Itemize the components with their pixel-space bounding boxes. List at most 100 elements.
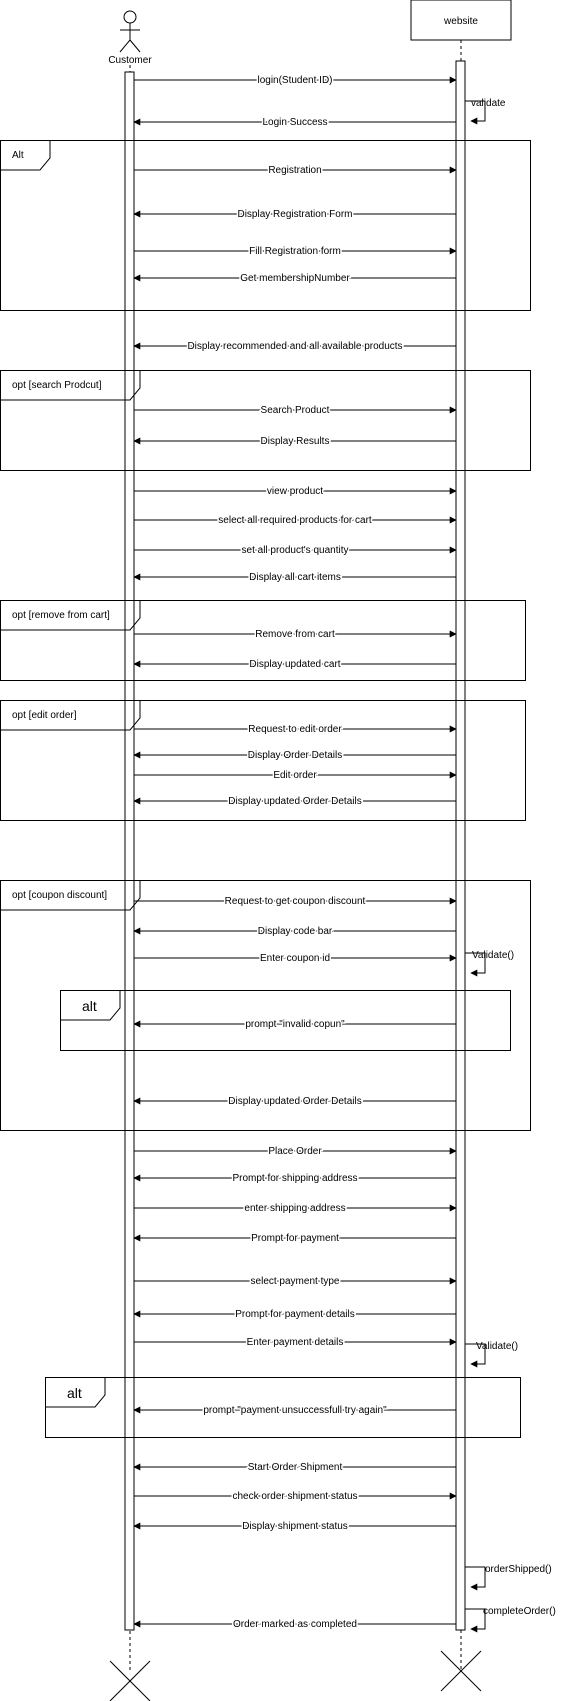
messages-layer: login(Student ID) Login SuccessRegistrati… [133,74,457,1632]
customer-activation-bar [124,71,135,1631]
message-7: Display recommended and all available pr… [133,340,456,354]
message-8: Search Product [134,404,457,418]
message-12: set all product's quantity [134,544,457,558]
message-label: Prompt for shipping address [232,1173,357,1184]
message-label: select all required products for cart [218,515,372,526]
message-11: select all required products for cart [134,514,457,528]
fragment-tab [0,700,141,731]
message-2: Login Success [133,116,456,130]
self-call-2: Validate() [465,950,514,977]
self-call-4: orderShipped() [465,1564,552,1591]
message-9: Display Results [133,435,456,449]
customer-destroy-marker [109,1660,151,1701]
fragment-label: opt [edit order] [12,710,77,721]
message-label: prompt "invalid copun" [245,1019,345,1030]
frag-opt-search: opt [search Prodcut] [0,370,531,471]
message-label: set all product's quantity [242,545,349,556]
message-20: Request to get coupon discount [134,895,457,909]
message-label: Registration [268,165,321,176]
self-call-arrow [465,952,486,977]
message-label: Order marked as completed [233,1619,357,1630]
website-participant-box [410,0,512,41]
message-26: Prompt for shipping address [133,1172,456,1186]
self-call-label: orderShipped() [485,1564,552,1575]
message-label: Search Product [261,405,330,416]
message-14: Remove from cart [134,628,457,642]
message-18: Edit order [134,769,457,783]
website-destroy-marker [440,1650,482,1692]
message-21: Display code bar [133,925,456,939]
fragment-label: opt [search Prodcut] [12,380,102,391]
frag-opt-coupon: opt [coupon discount] [0,880,531,1131]
frag-alt-coupon: alt [60,990,511,1051]
message-label: Display updated Order Details [228,796,361,807]
message-6: Get membershipNumber [133,272,456,286]
frag-alt-payment: alt [45,1377,521,1438]
message-label: enter shipping address [244,1203,345,1214]
message-5: Fill Registration form [134,245,457,259]
message-24: Display updated Order Details [133,1095,456,1109]
frag-opt-remove: opt [remove from cart] [0,600,526,681]
self-call-arrow [465,1343,486,1368]
fragments-layer: Alt opt [search Prodcut] opt [remove from … [0,140,531,1438]
message-23: prompt "invalid copun" [133,1018,456,1032]
fragment-label: alt [67,1385,82,1401]
fragment-tab [60,990,121,1021]
message-label: Prompt for payment [251,1233,339,1244]
message-label: Display Registration Form [237,209,352,220]
customer-participant-label: Customer [108,55,152,66]
message-13: Display all cart items [133,571,456,585]
message-19: Display updated Order Details [133,795,456,809]
message-10: view product [134,485,457,499]
customer-actor-icon [119,10,141,53]
message-label: Display updated Order Details [228,1096,361,1107]
message-label: Display Results [261,436,330,447]
message-label: Enter payment details [247,1337,344,1348]
message-label: Display recommended and all available pr… [187,341,402,352]
message-33: Start Order Shipment [133,1461,456,1475]
self-call-label: validate [471,98,506,109]
message-label: Start Order Shipment [248,1462,343,1473]
message-label: select payment type [251,1276,340,1287]
self-call-label: completeOrder() [483,1606,556,1617]
message-label: Enter coupon id [260,953,330,964]
fragment-label: opt [coupon discount] [12,890,107,901]
fragment-frame [0,370,531,471]
message-label: Display all cart items [249,572,341,583]
website-participant-label: website [443,16,478,27]
message-label: login(Student ID) [257,75,332,86]
message-label: view product [267,486,323,497]
fragment-tab [0,370,141,401]
fragment-label: Alt [12,150,24,161]
message-label: Request to edit order [248,724,342,735]
message-36: Order marked as completed [133,1618,456,1632]
message-17: Display Order Details [133,749,456,763]
message-label: Display shipment status [242,1521,348,1532]
message-27: enter shipping address [134,1202,457,1216]
message-16: Request to edit order [134,723,457,737]
message-25: Place Order [134,1145,457,1159]
fragment-label: opt [remove from cart] [12,610,110,621]
message-label: check order shipment status [232,1491,357,1502]
message-28: Prompt for payment [133,1232,456,1246]
message-label: Get membershipNumber [240,273,350,284]
message-3: Registration [134,164,457,178]
message-35: Display shipment status [133,1520,456,1534]
message-22: Enter coupon id [134,952,457,966]
message-label: Edit order [273,770,317,781]
message-4: Display Registration Form [133,208,456,222]
message-label: Place Order [268,1146,322,1157]
fragment-frame [0,600,526,681]
self-call-3: Validate() [465,1341,518,1368]
message-label: Login Success [262,117,327,128]
fragment-label: alt [82,998,97,1014]
message-label: Display code bar [258,926,333,937]
fragment-tab [45,1377,106,1408]
message-label: Display Order Details [248,750,342,761]
self-call-arrow [465,1566,486,1591]
frag-alt-registration: Alt [0,140,531,311]
message-31: Enter payment details [134,1336,457,1350]
self-call-arrow [465,100,486,125]
